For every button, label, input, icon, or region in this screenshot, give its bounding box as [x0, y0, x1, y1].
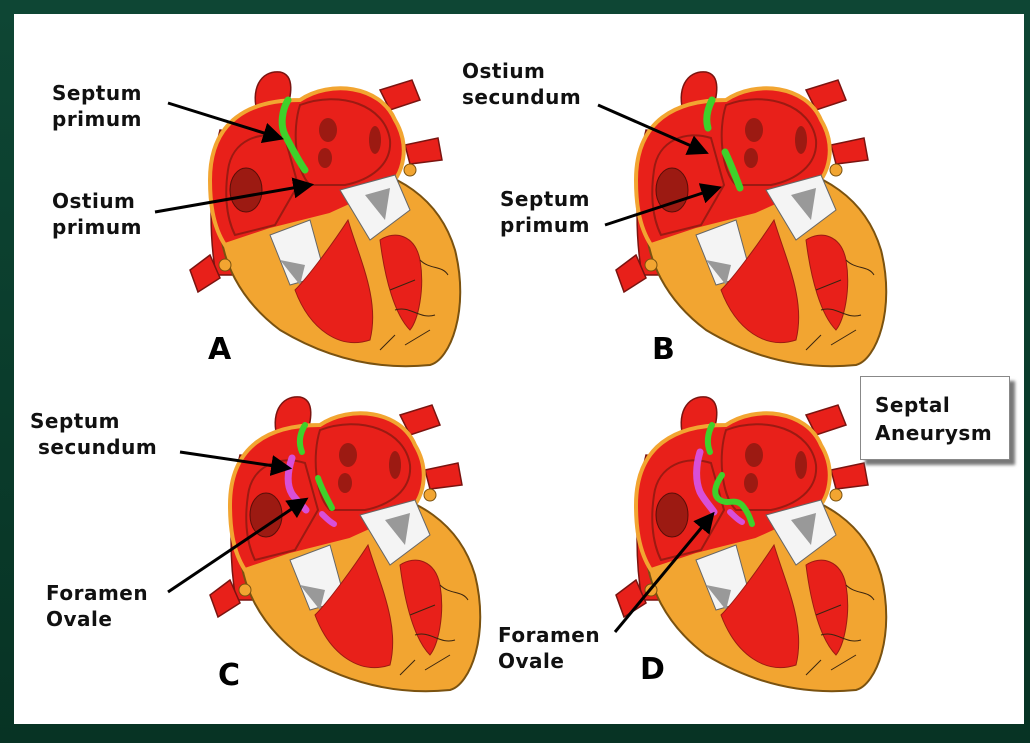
septum-primum-a — [282, 100, 305, 170]
arrow-a-ostium-primum — [155, 185, 310, 212]
label-b-ostium-secundum: Ostium secundum — [462, 58, 581, 110]
septum-primum-b-lower — [725, 152, 740, 188]
label-d-foramen-ovale: Foramen Ovale — [498, 622, 600, 674]
callout-line-1: Septal — [875, 393, 950, 417]
label-b-septum-primum: Septum primum — [500, 186, 590, 238]
arrow-a-septum-primum — [168, 103, 280, 138]
septum-secundum-d-lower — [730, 512, 742, 522]
arrow-c-septum-secundum — [180, 452, 288, 468]
septum-primum-c-upper — [300, 425, 305, 452]
septal-aneurysm-callout: Septal Aneurysm — [860, 376, 1010, 460]
septum-primum-c-lower — [318, 478, 332, 508]
panel-letter-c: C — [218, 658, 240, 693]
arrow-c-foramen-ovale — [168, 500, 305, 592]
label-c-foramen-ovale: Foramen Ovale — [46, 580, 148, 632]
arrow-b-ostium-secundum — [598, 105, 705, 152]
panel-letter-a: A — [208, 332, 231, 367]
callout-line-2: Aneurysm — [875, 421, 992, 445]
septum-primum-d-upper — [708, 425, 712, 452]
septum-secundum-c-lower — [322, 514, 334, 524]
septum-secundum-d — [697, 452, 714, 512]
septum-primum-b-upper — [707, 100, 712, 128]
arrow-b-septum-primum — [605, 188, 718, 225]
label-a-ostium-primum: Ostium primum — [52, 188, 142, 240]
panel-letter-d: D — [640, 652, 665, 687]
label-c-septum-secundum: Septum secundum — [30, 408, 157, 460]
label-a-septum-primum: Septum primum — [52, 80, 142, 132]
panel-letter-b: B — [652, 332, 675, 367]
arrow-d-foramen-ovale — [615, 515, 712, 632]
